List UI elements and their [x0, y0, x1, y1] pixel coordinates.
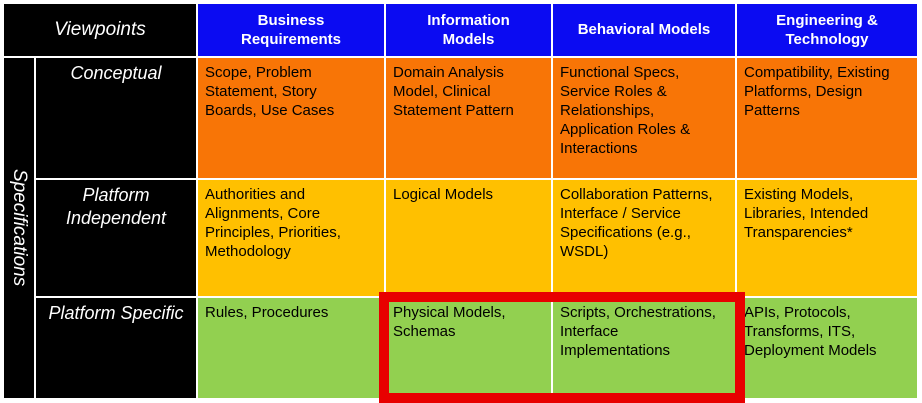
column-header-behavioral-models: Behavioral Models: [553, 4, 735, 56]
cell-conceptual-engineering-technology: Compatibility, Existing Platforms, Desig…: [737, 58, 917, 178]
cell-platform-independent-engineering-technology: Existing Models, Libraries, Intended Tra…: [737, 180, 917, 296]
column-header-engineering-technology: Engineering & Technology: [737, 4, 917, 56]
cell-platform-specific-information-models: Physical Models, Schemas: [386, 298, 551, 398]
cell-platform-independent-behavioral-models: Collaboration Patterns, Interface / Serv…: [553, 180, 735, 296]
column-header-information-models: Information Models: [386, 4, 551, 56]
cell-platform-specific-behavioral-models: Scripts, Orchestrations, Interface Imple…: [553, 298, 735, 398]
cell-conceptual-information-models: Domain Analysis Model, Clinical Statemen…: [386, 58, 551, 178]
specifications-side-cell: Specifications: [4, 58, 34, 398]
cell-conceptual-behavioral-models: Functional Specs, Service Roles & Relati…: [553, 58, 735, 178]
viewpoints-header-cell: Viewpoints: [4, 4, 196, 56]
row-label-platform-specific: Platform Specific: [36, 298, 196, 398]
cell-platform-independent-business-requirements: Authorities and Alignments, Core Princip…: [198, 180, 384, 296]
column-header-business-requirements: Business Requirements: [198, 4, 384, 56]
cell-platform-specific-business-requirements: Rules, Procedures: [198, 298, 384, 398]
cell-platform-specific-engineering-technology: APIs, Protocols, Transforms, ITS, Deploy…: [737, 298, 917, 398]
cell-conceptual-business-requirements: Scope, Problem Statement, Story Boards, …: [198, 58, 384, 178]
matrix-grid: Viewpoints Business Requirements Informa…: [4, 4, 917, 398]
row-label-platform-independent: Platform Independent: [36, 180, 196, 296]
viewpoints-label: Viewpoints: [54, 19, 146, 40]
cell-platform-independent-information-models: Logical Models: [386, 180, 551, 296]
row-label-conceptual: Conceptual: [36, 58, 196, 178]
specifications-label: Specifications: [9, 169, 30, 287]
